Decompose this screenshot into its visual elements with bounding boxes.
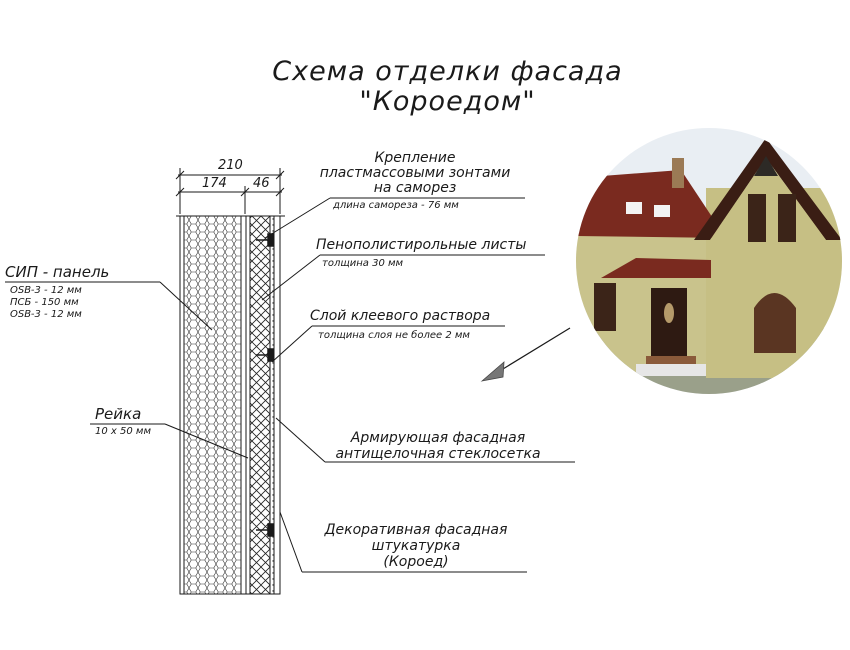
plaster-layer (273, 215, 281, 595)
fastening-label-3: на саморез (373, 180, 457, 196)
plaster-label-2: штукатурка (371, 538, 461, 554)
mesh-label-1: Армирующая фасадная (350, 430, 526, 446)
arrow-icon (480, 327, 571, 382)
sip-panel-outer-osb (179, 215, 185, 595)
mesh-label-2: антищелочная стеклосетка (335, 446, 541, 462)
fastening-label-1: Крепление (374, 150, 456, 166)
fastening-label-2: пластмассовыми зонтами (319, 165, 511, 181)
dimension-finish: 46 (253, 176, 270, 191)
rail-size: 10 х 50 мм (95, 426, 151, 437)
fastening-note: длина самореза - 76 мм (333, 200, 459, 211)
eps-boards-layer (249, 215, 271, 595)
sip-layer-1: OSB-3 - 12 мм (10, 285, 82, 296)
rail-layer (245, 215, 251, 595)
plaster-label-1: Декоративная фасадная (324, 522, 508, 538)
dimension-sip: 174 (202, 176, 227, 191)
glue-layer (269, 215, 275, 595)
glue-label: Слой клеевого раствора (310, 308, 491, 324)
fastener-umbrellas (256, 233, 274, 537)
rail-label: Рейка (95, 405, 142, 423)
eps-note: толщина 30 мм (322, 258, 404, 269)
leader-lines (5, 197, 575, 573)
sip-panel-eps-core (183, 215, 242, 595)
dimension-total: 210 (218, 158, 243, 173)
sip-layer-2: ПСБ - 150 мм (10, 297, 79, 308)
house-photo (576, 128, 842, 394)
sip-panel-label: СИП - панель (5, 263, 110, 281)
diagram-title-line2: "Короедом" (359, 86, 536, 117)
sip-panel-inner-osb (240, 215, 247, 595)
glue-note: толщина слоя не более 2 мм (318, 330, 470, 341)
sip-layer-3: OSB-3 - 12 мм (10, 309, 82, 320)
plaster-label-3: (Короед) (383, 554, 449, 570)
eps-label: Пенополистирольные листы (316, 237, 527, 253)
diagram-title-line1: Схема отделки фасада (272, 56, 623, 87)
house-illustration (576, 128, 842, 394)
